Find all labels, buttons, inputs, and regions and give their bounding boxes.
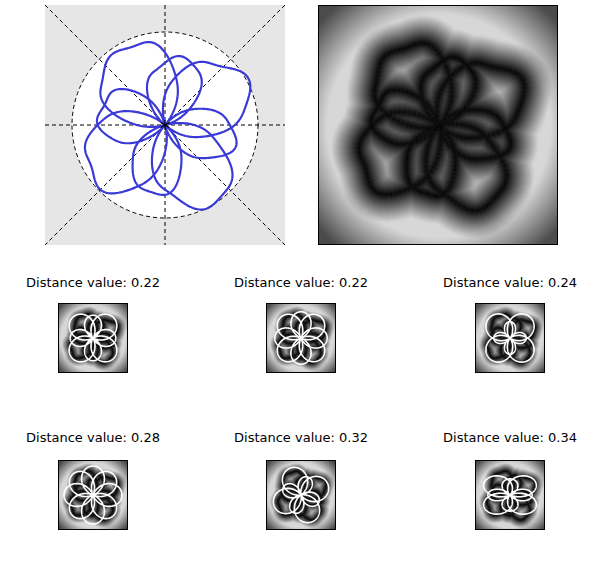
distance-image <box>318 5 558 245</box>
distance-label: Distance value: 0.28 <box>26 430 160 446</box>
result-thumbnail <box>58 303 128 373</box>
symmetry-axis <box>45 5 285 245</box>
distance-image <box>58 303 128 373</box>
fitted-curve <box>64 466 122 524</box>
thumbnail-frame <box>59 461 128 530</box>
marker-stroke <box>161 123 170 128</box>
distance-image <box>475 303 545 373</box>
fitted-curve <box>484 476 537 514</box>
distance-label: Distance value: 0.34 <box>443 430 577 446</box>
sketch-panel <box>45 5 285 245</box>
center-marker <box>161 120 170 130</box>
result-thumbnail <box>58 460 128 530</box>
fitted-curve <box>486 314 534 362</box>
distance-label: Distance value: 0.32 <box>234 430 368 446</box>
distance-label: Distance value: 0.22 <box>234 275 368 291</box>
distance-image <box>58 460 128 530</box>
distance-label: Distance value: 0.24 <box>443 275 577 291</box>
marker-stroke <box>161 123 170 128</box>
panel-ground <box>45 5 285 245</box>
distance-label: Distance value: 0.22 <box>26 275 160 291</box>
panel-frame <box>319 6 558 245</box>
distance-image <box>475 460 545 530</box>
result-thumbnail <box>266 303 336 373</box>
thumbnail-frame <box>476 304 545 373</box>
distance-map <box>318 5 558 245</box>
distance-image <box>266 303 336 373</box>
thumbnail-frame <box>476 461 545 530</box>
fitted-curve <box>69 314 117 362</box>
symmetry-axis <box>45 5 285 245</box>
thumbnail-frame <box>267 461 336 530</box>
distance-image <box>266 460 336 530</box>
result-thumbnail <box>475 460 545 530</box>
result-thumbnail <box>475 303 545 373</box>
drawn-curve <box>85 42 250 209</box>
thumbnail-frame <box>267 304 336 373</box>
thumbnail-frame <box>59 304 128 373</box>
fitted-curve <box>275 312 327 364</box>
result-thumbnail <box>266 460 336 530</box>
fitted-curve <box>273 467 328 522</box>
